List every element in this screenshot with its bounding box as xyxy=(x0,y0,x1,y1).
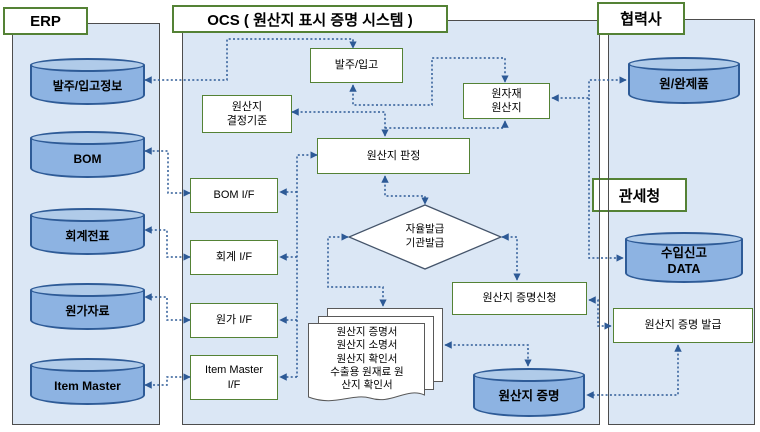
customs-title: 관세청 xyxy=(618,187,661,205)
cylinder-body xyxy=(625,239,743,283)
cylinder-label: 원가자료 xyxy=(65,303,110,318)
node-bom-if: BOM I/F xyxy=(190,178,278,213)
cylinder-label: 원산지 증명 xyxy=(498,389,560,404)
panel-border-line xyxy=(608,178,609,212)
node-cost-if: 원가 I/F xyxy=(190,303,278,338)
cylinder-top xyxy=(30,208,145,222)
node-item-master-if: Item Master I/F xyxy=(190,355,278,400)
panel-border-line xyxy=(599,178,600,212)
node-origin-criteria: 원산지 결정기준 xyxy=(202,95,292,133)
partner-header: 협력사 xyxy=(597,2,685,35)
node-cert-issue: 원산지 증명 발급 xyxy=(613,308,753,343)
cylinder-top xyxy=(30,58,145,72)
cylinder-top xyxy=(625,232,743,246)
cylinder-label: 원/완제품 xyxy=(659,77,709,92)
node-accounting-if: 회계 I/F xyxy=(190,240,278,275)
node-cert-application: 원산지 증명신청 xyxy=(452,282,587,315)
erp-store-order-receipt-info: 발주/입고정보 xyxy=(30,58,145,105)
node-raw-material-origin: 원자재 원산지 xyxy=(463,83,550,119)
diamond-label: 자율발급 기관발급 xyxy=(405,223,445,249)
partner-title: 협력사 xyxy=(620,11,662,28)
customs-store-import-declaration: 수입신고 DATA xyxy=(625,232,743,283)
erp-header: ERP xyxy=(3,7,88,35)
cylinder-label: 수입신고 DATA xyxy=(660,246,707,276)
decision-issuance-type: 자율발급 기관발급 xyxy=(347,204,503,270)
node-origin-judgment: 원산지 판정 xyxy=(317,138,470,174)
diamond-shape xyxy=(347,204,503,270)
ocs-store-origin-cert: 원산지 증명 xyxy=(473,368,585,417)
customs-section-label: 관세청 xyxy=(592,178,687,212)
erp-store-cost-data: 원가자료 xyxy=(30,283,145,330)
erp-title: ERP xyxy=(30,12,61,30)
partner-store-finished-goods: 원/완제품 xyxy=(628,57,740,104)
origin-documents-stack xyxy=(308,308,444,408)
cylinder-label: Item Master xyxy=(54,378,121,393)
doc-list-label: 원산지 증명서 원산지 소명서 원산지 확인서 수출용 원재료 원 산지 확인서 xyxy=(330,326,404,392)
cylinder-top xyxy=(30,283,145,297)
cylinder-body xyxy=(30,290,145,330)
cylinder-label: 회계전표 xyxy=(65,228,110,243)
erp-store-bom: BOM xyxy=(30,131,145,178)
cylinder-label: 발주/입고정보 xyxy=(52,78,123,93)
cylinder-top xyxy=(30,358,145,372)
ocs-header: OCS ( 원산지 표시 증명 시스템 ) xyxy=(172,5,448,33)
cylinder-label: BOM xyxy=(73,151,102,166)
doc-page-front xyxy=(308,323,425,402)
cylinder-top xyxy=(628,57,740,71)
cylinder-body xyxy=(30,65,145,105)
cylinder-body xyxy=(473,375,585,417)
ocs-title: OCS ( 원산지 표시 증명 시스템 ) xyxy=(207,11,413,29)
erp-store-accounting-slip: 회계전표 xyxy=(30,208,145,255)
cylinder-top xyxy=(30,131,145,145)
erp-store-item-master: Item Master xyxy=(30,358,145,405)
node-order-receipt: 발주/입고 xyxy=(310,48,403,83)
cylinder-top xyxy=(473,368,585,382)
